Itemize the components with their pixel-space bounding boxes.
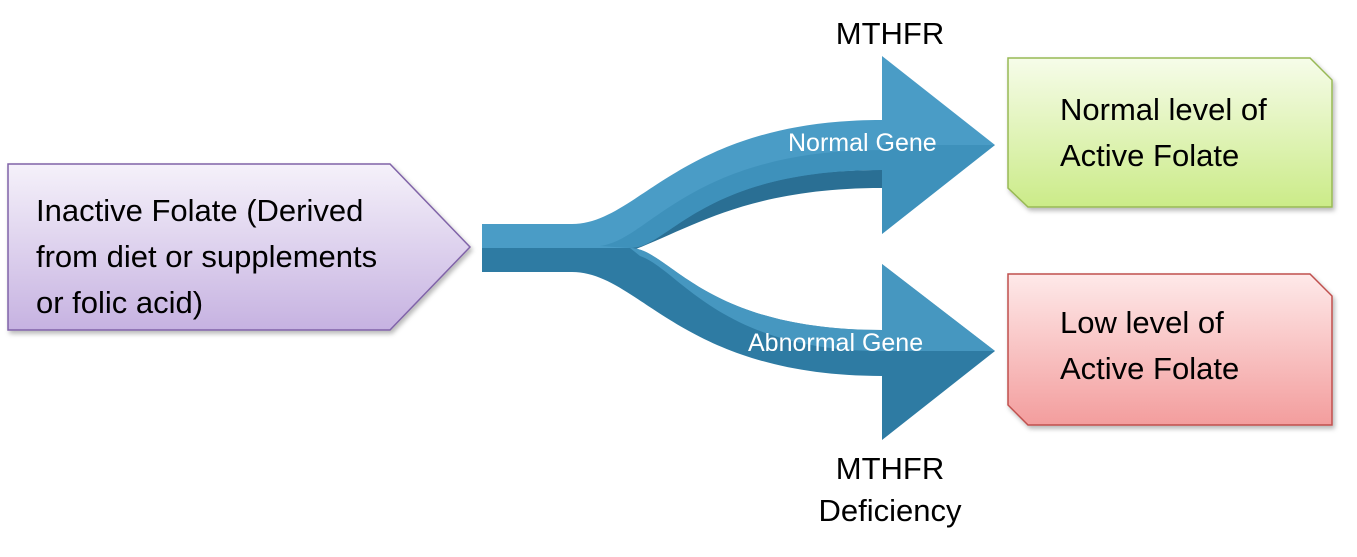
- inactive-folate-box: [7, 163, 472, 331]
- inactive-folate-text: Inactive Folate (Derived from diet or su…: [36, 188, 377, 326]
- normal-folate-box: [1007, 57, 1333, 208]
- normal-folate-line2: Active Folate: [1060, 138, 1240, 173]
- upper-arrow: [482, 56, 995, 248]
- inactive-folate-line1: Inactive Folate (Derived: [36, 193, 364, 228]
- mthfr-top-label: MTHFR: [835, 16, 945, 51]
- low-folate-text: Low level of Active Folate: [1060, 300, 1239, 392]
- mthfr-deficiency-label: MTHFR Deficiency: [780, 448, 1000, 532]
- abnormal-gene-label: Abnormal Gene: [748, 329, 924, 357]
- lower-arrow: [482, 248, 995, 440]
- lower-arrow-highlight: [630, 248, 995, 351]
- inactive-folate-line3: or folic acid): [36, 285, 204, 320]
- low-folate-line1: Low level of: [1060, 305, 1224, 340]
- upper-arrow-shade: [600, 145, 995, 248]
- mthfr-deficiency-line2: Deficiency: [818, 493, 962, 528]
- mthfr-deficiency-line1: MTHFR: [835, 451, 945, 486]
- low-folate-box: [1007, 273, 1333, 426]
- normal-folate-line1: Normal level of: [1060, 92, 1267, 127]
- inactive-folate-line2: from diet or supplements: [36, 239, 378, 274]
- low-folate-line2: Active Folate: [1060, 351, 1240, 386]
- normal-gene-label: Normal Gene: [788, 129, 937, 157]
- normal-folate-text: Normal level of Active Folate: [1060, 87, 1267, 179]
